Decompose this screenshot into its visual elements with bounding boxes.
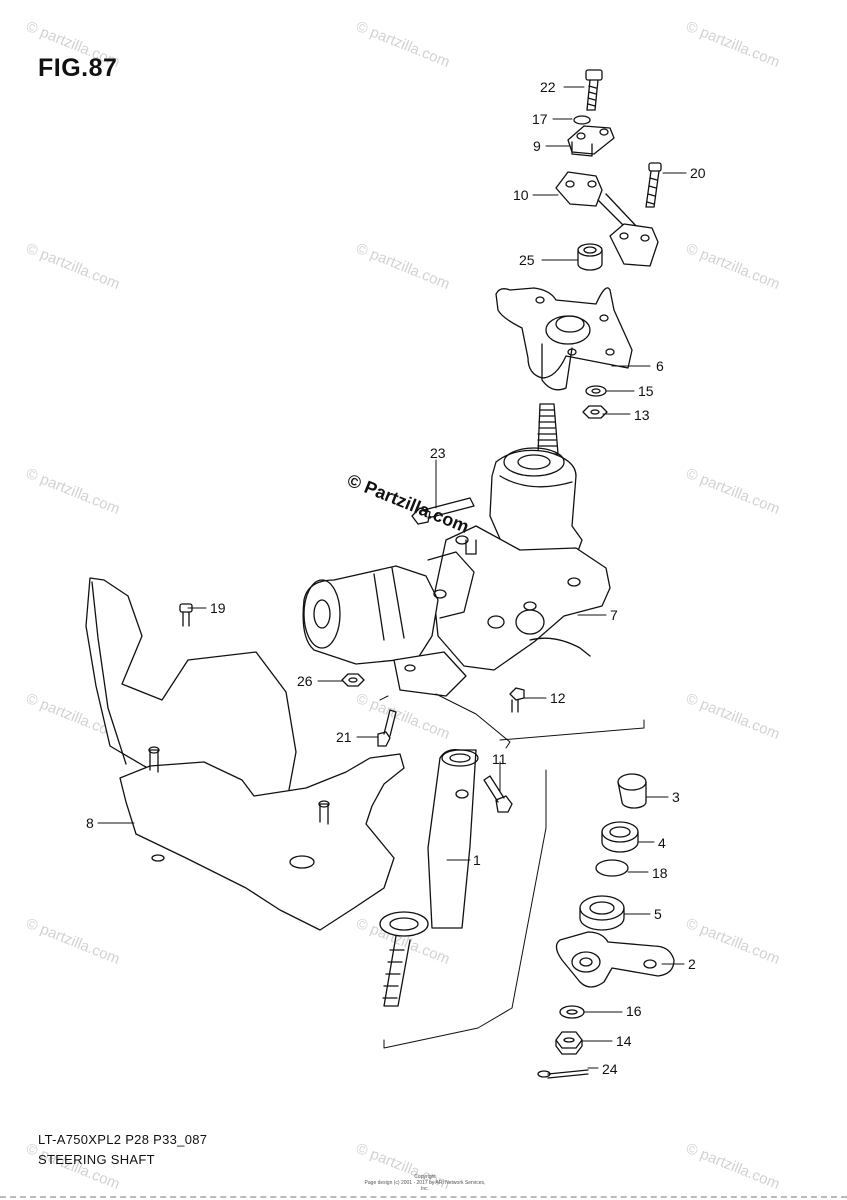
nut-26 [341, 673, 365, 687]
callout-1: 1 [473, 852, 481, 868]
callout-12: 12 [550, 690, 566, 706]
callout-9: 9 [533, 138, 541, 154]
lower-shaft-1 [379, 749, 479, 1007]
callout-22: 22 [540, 79, 556, 95]
bolt-21 [377, 709, 397, 747]
eps-unit-7 [302, 447, 611, 697]
callout-15: 15 [638, 383, 654, 399]
copyright-line2: Page design (c) 2001 - 2017 by ARI Netwo… [364, 1180, 486, 1192]
guard-8 [85, 577, 405, 931]
callout-16: 16 [626, 1003, 642, 1019]
callout-21: 21 [336, 729, 352, 745]
arm-10 [555, 171, 659, 267]
leader-lines [97, 86, 687, 1069]
cotter-pin-24 [537, 1069, 589, 1079]
bushing-3 [617, 773, 647, 809]
screw-19 [179, 603, 193, 627]
callout-14: 14 [616, 1033, 632, 1049]
washer-16 [559, 1005, 585, 1019]
nut-13 [582, 405, 608, 419]
callout-7: 7 [610, 607, 618, 623]
callout-18: 18 [652, 865, 668, 881]
bolt-11 [483, 775, 513, 813]
group-bracket [379, 693, 645, 1049]
callout-8: 8 [86, 815, 94, 831]
callout-17: 17 [532, 111, 548, 127]
callout-11: 11 [492, 751, 507, 767]
bushing-25 [577, 243, 603, 271]
callout-3: 3 [672, 789, 680, 805]
bearing-5 [579, 895, 625, 931]
callout-4: 4 [658, 835, 666, 851]
callout-13: 13 [634, 407, 650, 423]
callout-5: 5 [654, 906, 662, 922]
bracket-6 [495, 287, 633, 391]
o-ring-18 [595, 859, 629, 877]
bolt-22 [585, 69, 603, 111]
copyright: Copyright Page design (c) 2001 - 2017 by… [360, 1174, 490, 1192]
callout-24: 24 [602, 1061, 618, 1077]
nut-14 [555, 1031, 583, 1055]
bolt-20 [645, 162, 662, 208]
callout-23: 23 [430, 445, 446, 461]
clamp-9 [567, 125, 615, 157]
callout-20: 20 [690, 165, 706, 181]
figure-title: FIG.87 [38, 54, 118, 82]
washer-17 [573, 115, 591, 125]
part-code: LT-A750XPL2 P28 P33_087 [38, 1132, 208, 1147]
callout-19: 19 [210, 600, 226, 616]
callout-6: 6 [656, 358, 664, 374]
upper-shaft [537, 403, 559, 455]
callout-2: 2 [688, 956, 696, 972]
copyright-line1: Copyright [414, 1174, 436, 1180]
seal-4 [601, 821, 639, 853]
figure-name: STEERING SHAFT [38, 1152, 155, 1167]
bottom-divider [0, 1196, 847, 1198]
bolt-23 [411, 497, 475, 525]
callout-10: 10 [513, 187, 529, 203]
callout-26: 26 [297, 673, 313, 689]
bolt-12 [509, 687, 525, 713]
pitman-arm-2 [555, 931, 675, 988]
washer-15 [585, 385, 607, 397]
callout-25: 25 [519, 252, 535, 268]
